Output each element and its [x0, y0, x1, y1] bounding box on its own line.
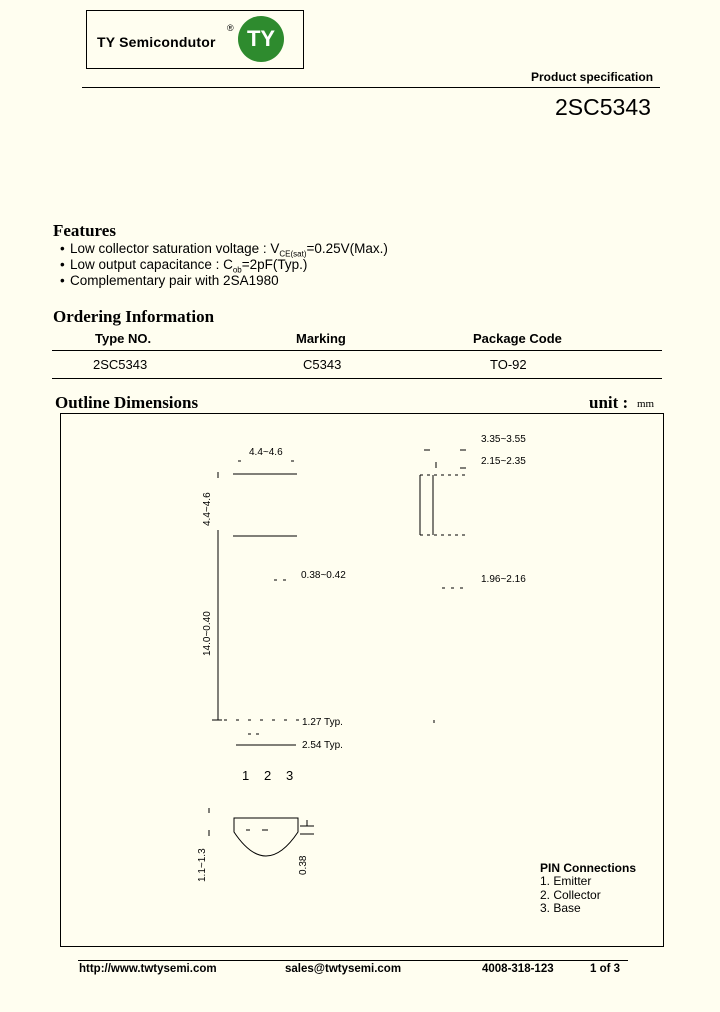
- dim-label: 1.1~1.3: [197, 848, 208, 882]
- feature-subscript: ob: [232, 265, 242, 275]
- col-marking: Marking: [296, 331, 346, 346]
- feature-subscript: CE(sat): [279, 249, 307, 259]
- pin-number: 2: [264, 768, 272, 783]
- pin-number: 1: [242, 768, 250, 783]
- ordering-title: Ordering Information: [53, 307, 215, 326]
- unit-label: unit :: [589, 393, 629, 412]
- dim-label: 2.54 Typ.: [302, 740, 343, 751]
- features-title: Features: [53, 221, 116, 240]
- feature-value: =2pF(Typ.): [241, 257, 308, 272]
- footer-page-number: 1 of 3: [590, 963, 621, 975]
- header-divider: [82, 87, 660, 88]
- pin-connections-title: PIN Connections: [540, 861, 637, 875]
- registered-mark: ®: [227, 23, 234, 33]
- dim-label: 0.38: [298, 855, 309, 875]
- dim-label: 1.96~2.16: [481, 574, 526, 585]
- cell-marking: C5343: [303, 357, 342, 372]
- dim-label: 4.4~4.6: [249, 447, 283, 458]
- dim-label: 0.38~0.42: [301, 570, 346, 581]
- dim-label: 4.4~4.6: [202, 492, 213, 526]
- pin-connection-item: 3. Base: [540, 901, 581, 915]
- footer-email-link[interactable]: sales@twtysemi.com: [285, 963, 402, 975]
- ty-logo-icon: TY: [238, 16, 284, 62]
- footer-divider: [78, 960, 628, 961]
- outline-drawing-frame: [60, 413, 664, 947]
- dim-label: 2.15~2.35: [481, 456, 526, 467]
- pin-connection-item: 1. Emitter: [540, 874, 592, 888]
- table-bottom-divider: [52, 378, 662, 379]
- cell-package-code: TO-92: [490, 357, 527, 372]
- col-package-code: Package Code: [473, 331, 562, 346]
- pin-connection-item: 2. Collector: [540, 888, 601, 902]
- feature-item: • Complementary pair with 2SA1980: [60, 273, 279, 288]
- feature-text: Low output capacitance : C: [70, 257, 233, 272]
- part-number: 2SC5343: [555, 94, 651, 120]
- dim-label: 3.35~3.55: [481, 434, 526, 445]
- cell-type-no: 2SC5343: [93, 357, 148, 372]
- bullet-icon: •: [60, 241, 65, 256]
- outline-title: Outline Dimensions: [55, 393, 199, 412]
- product-specification-label: Product specification: [531, 70, 654, 84]
- feature-item: • Low output capacitance : Cob=2pF(Typ.): [60, 257, 307, 275]
- company-logo-box: TY Semicondutor ® TY: [86, 10, 304, 69]
- bullet-icon: •: [60, 273, 65, 288]
- table-divider: [52, 350, 662, 351]
- pin-number: 3: [286, 768, 294, 783]
- dim-label: 1.27 Typ.: [302, 717, 343, 728]
- bullet-icon: •: [60, 257, 65, 272]
- feature-item: • Low collector saturation voltage : VCE(…: [60, 241, 388, 259]
- feature-value: =0.25V(Max.): [306, 241, 388, 256]
- footer-phone: 4008-318-123: [482, 963, 554, 975]
- unit-value: mm: [637, 398, 655, 410]
- company-name: TY Semicondutor: [97, 34, 216, 50]
- footer-website-link[interactable]: http://www.twtysemi.com: [79, 963, 217, 975]
- col-type-no: Type NO.: [95, 331, 152, 346]
- feature-text: Complementary pair with 2SA1980: [70, 273, 279, 288]
- dim-label: 14.0~0.40: [202, 611, 213, 656]
- feature-text: Low collector saturation voltage : V: [70, 241, 280, 256]
